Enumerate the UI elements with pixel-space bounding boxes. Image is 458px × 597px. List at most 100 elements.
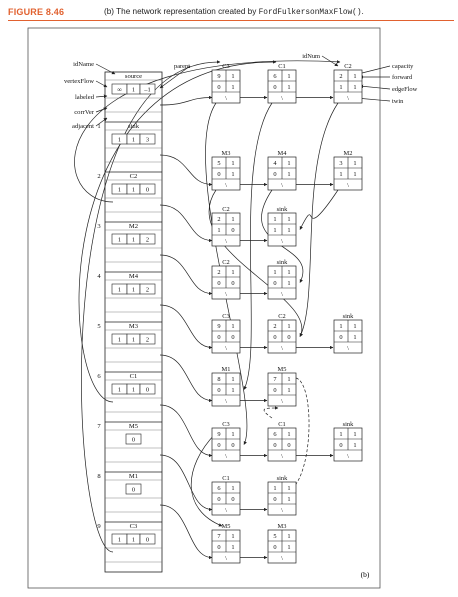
vertex-cell-value: 2	[146, 236, 149, 243]
edge-field-capacity: capacity	[392, 63, 414, 70]
edge-forward: 1	[353, 431, 356, 438]
vertex-index: 1	[97, 123, 100, 130]
vertex-cell-value: ∞	[117, 86, 122, 93]
vertex-name: C2	[130, 173, 138, 180]
vertex-name: M4	[129, 273, 139, 280]
edge-twin: 1	[353, 334, 356, 341]
edge-capacity: 5	[273, 533, 276, 540]
vertex-cell-value: 1	[132, 136, 135, 143]
null-pointer: \	[225, 95, 227, 102]
edge-twin: 1	[231, 84, 234, 91]
edge-forward: 1	[353, 160, 356, 167]
vertex-cell-value: 0	[146, 536, 149, 543]
edge-capacity: 6	[273, 431, 276, 438]
vertex-cell	[125, 433, 142, 445]
edge-twin: 1	[231, 544, 234, 551]
vertex-cell-value: 1	[118, 536, 121, 543]
edge-flow: 0	[217, 387, 220, 394]
edge-field-idNum: idNum	[302, 53, 320, 60]
figure-caption: (b) The network representation created b…	[104, 7, 364, 17]
vertex-cell-value: 1	[132, 186, 135, 193]
edge-node-name: C2	[222, 206, 229, 213]
edge-forward: 1	[287, 323, 290, 330]
adjacency-pointer	[159, 254, 213, 296]
edge-forward: 1	[287, 73, 290, 80]
edge-twin: 1	[231, 171, 234, 178]
vertex-field-idName: idName	[73, 61, 94, 68]
edge-forward: 1	[287, 269, 290, 276]
null-pointer: \	[225, 453, 227, 460]
edge-node-name: M4	[278, 150, 288, 157]
edge-capacity: 2	[339, 73, 342, 80]
edge-field-forward: forward	[392, 74, 413, 81]
vertex-index: 3	[97, 223, 101, 230]
edge-node-name: sink	[277, 475, 288, 482]
edge-forward: 1	[287, 376, 290, 383]
edge-node-name: C2	[278, 313, 285, 320]
edge-capacity: 6	[273, 73, 276, 80]
twin-pointer	[190, 432, 223, 527]
vertex-index: 9	[97, 523, 101, 530]
edge-twin: 1	[231, 387, 234, 394]
vertex-cell-value: 1	[118, 236, 121, 243]
edge-flow: 0	[217, 544, 220, 551]
vertex-cell	[139, 233, 156, 245]
edge-flow: 0	[217, 280, 220, 287]
edge-twin: 1	[287, 496, 290, 503]
edge-forward: 1	[231, 485, 234, 492]
vertex-name: M1	[129, 473, 138, 480]
null-pointer: \	[225, 507, 227, 514]
edge-node-name: sink	[277, 206, 288, 213]
adjacency-pointer	[159, 95, 213, 106]
edge-twin: 1	[353, 171, 356, 178]
edge-flow: 0	[217, 442, 220, 449]
vertex-index: 7	[97, 423, 101, 430]
null-pointer: \	[347, 453, 349, 460]
edge-forward: 1	[287, 431, 290, 438]
vertex-cell	[139, 133, 156, 145]
edge-node-name: sink	[277, 259, 288, 266]
null-pointer: \	[225, 291, 227, 298]
edge-capacity: 6	[217, 485, 220, 492]
edge-flow: 1	[273, 227, 276, 234]
vertex-cell-value: 3	[146, 136, 149, 143]
edge-twin: 0	[231, 496, 234, 503]
edge-node-name: sink	[343, 421, 354, 428]
null-pointer: \	[225, 182, 227, 189]
null-pointer: \	[281, 238, 283, 245]
null-pointer: \	[225, 555, 227, 562]
vertex-name: C3	[130, 523, 138, 530]
vertex-index: 2	[97, 173, 100, 180]
edge-twin: 0	[287, 334, 290, 341]
null-pointer: \	[281, 398, 283, 405]
edge-node-name: M3	[222, 150, 231, 157]
adjacency-pointer	[159, 204, 213, 243]
null-pointer: \	[347, 182, 349, 189]
vertex-cell-value: –1	[143, 86, 150, 93]
null-pointer: \	[281, 95, 283, 102]
null-pointer: \	[281, 507, 283, 514]
vertex-cell	[139, 533, 156, 545]
edge-node-name: C2	[344, 63, 351, 70]
edge-forward: 1	[353, 73, 356, 80]
edge-node-name: M2	[344, 150, 353, 157]
edge-capacity: 1	[273, 216, 276, 223]
vertex-cell-value: 1	[132, 286, 135, 293]
